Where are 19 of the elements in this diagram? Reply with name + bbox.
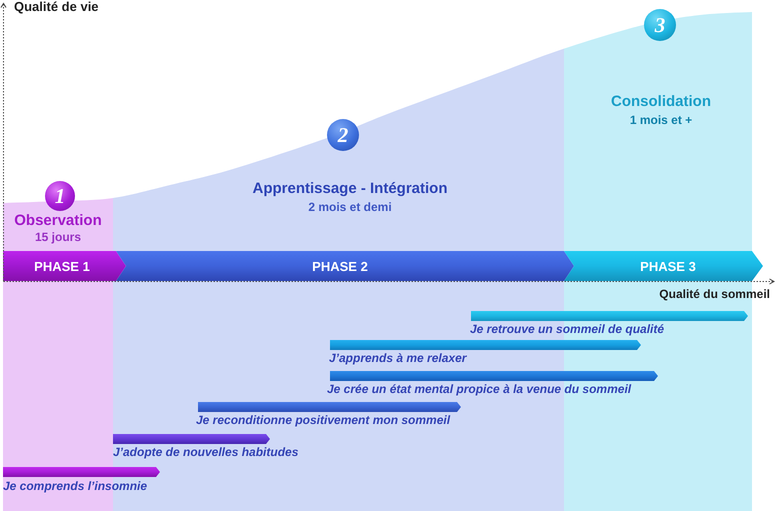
phase-banner: PHASE 1 — [3, 251, 126, 281]
step-number-circle: 1 — [45, 181, 75, 211]
step-number-circle: 3 — [644, 9, 676, 41]
step-label: J’apprends à me relaxer — [329, 352, 466, 366]
phase-title: Apprentissage - Intégration — [252, 180, 448, 198]
step-label: Je reconditionne positivement mon sommeil — [196, 414, 450, 428]
step-label: Je retrouve un sommeil de qualité — [470, 323, 664, 337]
phase-duration: 1 mois et + — [630, 114, 692, 128]
step-label: Je crée un état mental propice à la venue du sommeil — [327, 383, 632, 397]
phase-banner: PHASE 2 — [116, 251, 574, 281]
axis-title: Qualité du sommeil — [659, 288, 770, 302]
phase-title: Consolidation — [611, 93, 711, 110]
phase-banner: PHASE 3 — [564, 251, 763, 281]
step-label: Je comprends l’insomnie — [3, 480, 148, 494]
step-label: J’adopte de nouvelles habitudes — [113, 446, 298, 460]
phase-duration: 15 jours — [34, 231, 82, 245]
phase-duration: 2 mois et demi — [308, 201, 392, 215]
phase-title: Observation — [14, 212, 102, 230]
axis-title: Qualité de vie — [14, 0, 99, 15]
